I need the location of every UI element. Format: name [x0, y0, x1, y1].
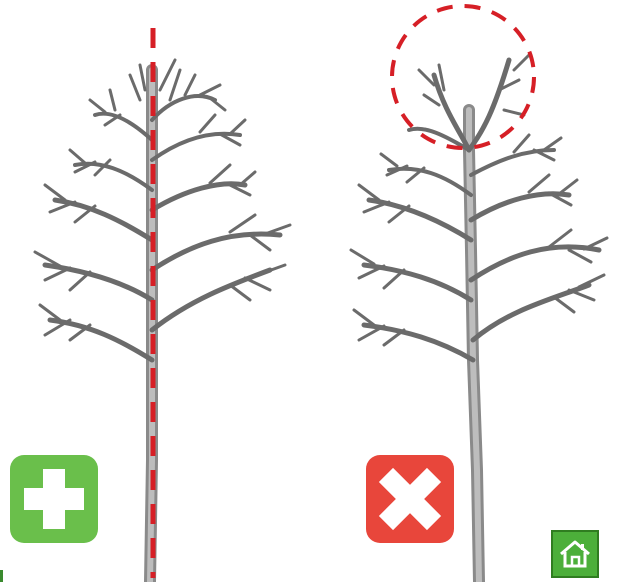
cross-badge [366, 455, 454, 543]
home-button[interactable] [551, 530, 599, 578]
plus-badge [10, 455, 98, 543]
plus-icon [10, 455, 98, 543]
corner-mark [0, 570, 3, 582]
cross-icon [366, 455, 454, 543]
home-icon [553, 532, 597, 576]
